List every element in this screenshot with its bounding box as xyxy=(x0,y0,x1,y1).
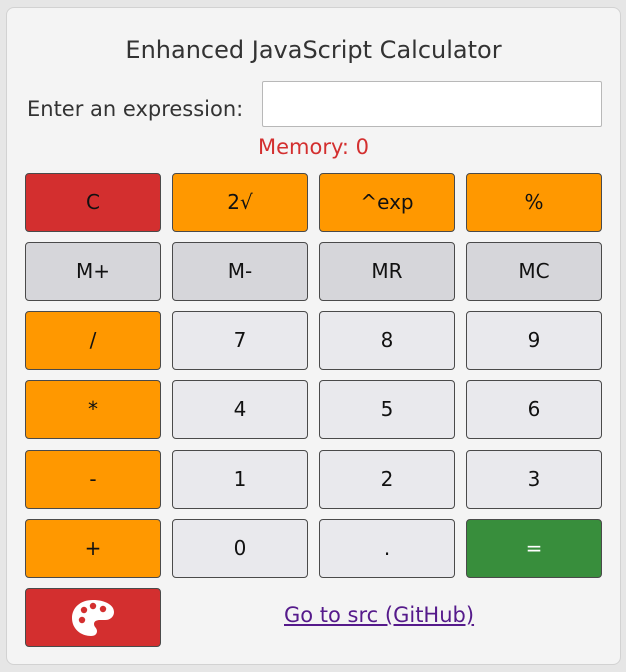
exp-button[interactable]: ^exp xyxy=(319,173,455,232)
memory-add-button[interactable]: M+ xyxy=(25,242,161,301)
page-title: Enhanced JavaScript Calculator xyxy=(125,36,502,64)
memory-clear-button[interactable]: MC xyxy=(466,242,602,301)
subtract-button[interactable]: - xyxy=(25,450,161,509)
multiply-button[interactable]: * xyxy=(25,380,161,439)
digit-0-button[interactable]: 0 xyxy=(172,519,308,578)
digit-4-button[interactable]: 4 xyxy=(172,380,308,439)
digit-6-button[interactable]: 6 xyxy=(466,380,602,439)
digit-3-button[interactable]: 3 xyxy=(466,450,602,509)
decimal-button[interactable]: . xyxy=(319,519,455,578)
calculator-card: Enhanced JavaScript Calculator Enter an … xyxy=(6,7,621,665)
palette-icon xyxy=(72,600,114,636)
expression-label: Enter an expression: xyxy=(27,97,244,121)
percent-button[interactable]: % xyxy=(466,173,602,232)
expression-input[interactable] xyxy=(262,81,602,127)
digit-2-button[interactable]: 2 xyxy=(319,450,455,509)
digit-7-button[interactable]: 7 xyxy=(172,311,308,370)
digit-8-button[interactable]: 8 xyxy=(319,311,455,370)
add-button[interactable]: + xyxy=(25,519,161,578)
digit-5-button[interactable]: 5 xyxy=(319,380,455,439)
github-source-link[interactable]: Go to src (GitHub) xyxy=(284,603,475,627)
digit-1-button[interactable]: 1 xyxy=(172,450,308,509)
sqrt-button[interactable]: 2√ xyxy=(172,173,308,232)
equals-button[interactable]: = xyxy=(466,519,602,578)
memory-recall-button[interactable]: MR xyxy=(319,242,455,301)
theme-toggle-button[interactable] xyxy=(25,588,161,647)
digit-9-button[interactable]: 9 xyxy=(466,311,602,370)
memory-display: Memory: 0 xyxy=(258,135,369,159)
memory-subtract-button[interactable]: M- xyxy=(172,242,308,301)
divide-button[interactable]: / xyxy=(25,311,161,370)
clear-button[interactable]: C xyxy=(25,173,161,232)
